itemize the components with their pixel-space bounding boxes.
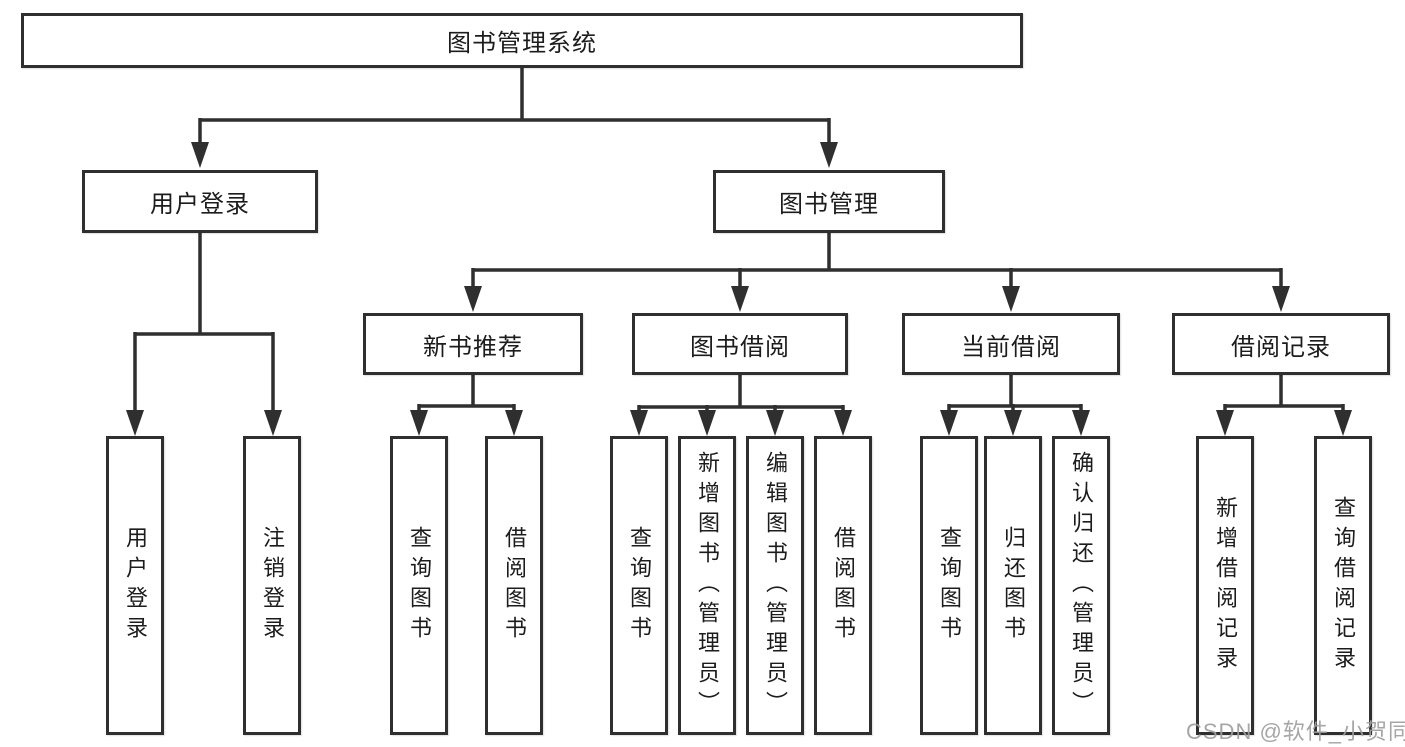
csdn-watermark: CSDN @软件_小贺同学 xyxy=(1186,719,1405,744)
node-book-management: 图书管理 xyxy=(713,170,945,233)
leaf-return-book: 归还图书 xyxy=(984,436,1042,735)
connector-book-borrow-children xyxy=(630,375,852,436)
leaf-edit-book: 编辑图书（管理员） xyxy=(746,436,804,735)
arrowhead xyxy=(820,142,838,168)
node-book-borrow: 图书借阅 xyxy=(632,313,848,375)
arrowhead xyxy=(410,410,428,436)
arrowhead xyxy=(1272,286,1290,312)
connector-current-borrow-children xyxy=(940,375,1090,436)
arrowhead xyxy=(698,410,716,436)
arrowhead xyxy=(505,410,523,436)
node-current-borrow: 当前借阅 xyxy=(902,313,1120,375)
node-root: 图书管理系统 xyxy=(21,13,1023,68)
leaf-borrow-book-recommend: 借阅图书 xyxy=(485,436,543,735)
connector-root-to-level2 xyxy=(191,68,838,168)
arrowhead xyxy=(126,410,144,436)
arrowhead xyxy=(191,142,209,168)
arrowhead xyxy=(1216,410,1234,436)
leaf-confirm-return: 确认归还（管理员） xyxy=(1052,436,1110,735)
arrowhead xyxy=(766,410,784,436)
arrowhead xyxy=(1334,410,1352,436)
leaf-query-book-borrow: 查询图书 xyxy=(610,436,668,735)
leaf-user-login: 用户登录 xyxy=(106,436,164,735)
node-user-login: 用户登录 xyxy=(82,170,318,233)
arrowhead xyxy=(264,410,282,436)
arrowhead xyxy=(834,410,852,436)
arrowhead xyxy=(940,410,958,436)
connector-book-management-children xyxy=(464,233,1290,312)
arrowhead xyxy=(1002,286,1020,312)
leaf-add-borrow-record: 新增借阅记录 xyxy=(1196,436,1254,735)
leaf-query-borrow-record: 查询借阅记录 xyxy=(1314,436,1372,735)
connector-user-login-children xyxy=(126,233,282,436)
arrowhead xyxy=(1072,410,1090,436)
leaf-borrow-book: 借阅图书 xyxy=(814,436,872,735)
leaf-add-book: 新增图书（管理员） xyxy=(678,436,736,735)
node-new-book-recommend: 新书推荐 xyxy=(363,313,583,375)
arrowhead xyxy=(731,286,749,312)
leaf-query-book-recommend: 查询图书 xyxy=(390,436,448,735)
arrowhead xyxy=(630,410,648,436)
leaf-query-book-current: 查询图书 xyxy=(920,436,978,735)
connector-new-book-recommend-children xyxy=(410,375,523,436)
arrowhead xyxy=(1004,410,1022,436)
arrowhead xyxy=(464,286,482,312)
node-borrow-records: 借阅记录 xyxy=(1172,313,1390,375)
connector-borrow-records-children xyxy=(1216,375,1352,436)
leaf-logout: 注销登录 xyxy=(243,436,301,735)
